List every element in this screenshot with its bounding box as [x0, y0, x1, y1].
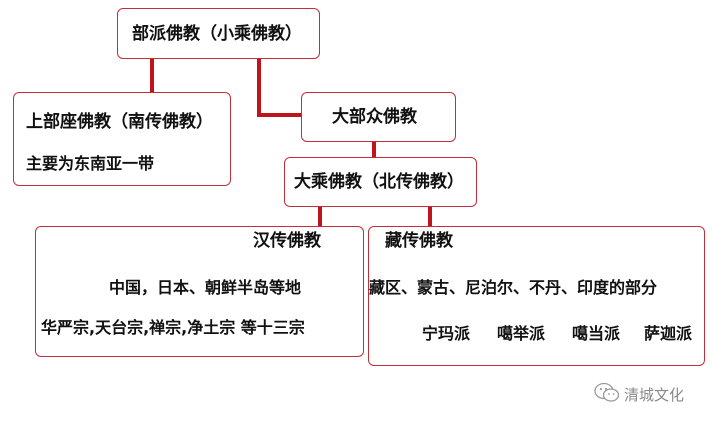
node-hanchuan-schools: 华严宗,天台宗,禅宗,净土宗 等十三宗 [41, 318, 305, 337]
node-dasheng-label: 大乘佛教（北传佛教） [294, 172, 464, 192]
node-hanchuan-label: 汉传佛教 [253, 231, 321, 251]
node-hanchuan-regions: 中国，日本、朝鲜半岛等地 [109, 278, 302, 297]
node-bupai-label: 部派佛教（小乘佛教） [132, 24, 302, 44]
node-zangchuan-label: 藏传佛教 [385, 231, 453, 251]
node-zangchuan-regions: 藏区、蒙古、尼泊尔、不丹、印度的部分 [369, 278, 658, 297]
node-dasheng [284, 157, 477, 207]
connector-dabuzhong-to-dasheng [372, 140, 376, 158]
node-zangchuan-school-4: 萨迦派 [644, 324, 693, 343]
wechat-icon [594, 382, 620, 402]
connector-bupai-down [257, 58, 261, 116]
node-dabuzhong [301, 92, 456, 142]
node-zangchuan-school-3: 噶当派 [572, 324, 621, 343]
node-zangchuan-school-2: 噶举派 [497, 324, 546, 343]
watermark-text: 清城文化 [624, 386, 685, 404]
node-hanchuan [35, 226, 364, 357]
connector-bupai-to-shangbuzuo [150, 58, 154, 94]
node-shangbuzuo-label: 上部座佛教（南传佛教） [26, 112, 213, 132]
node-zangchuan [368, 226, 705, 366]
node-shangbuzuo [13, 92, 231, 186]
connector-to-dabuzhong [257, 113, 303, 117]
connector-dasheng-to-hanchuan [318, 206, 322, 228]
node-shangbuzuo-note: 主要为东南亚一带 [26, 154, 155, 173]
node-dabuzhong-label: 大部众佛教 [332, 107, 417, 127]
connector-dasheng-to-zangchuan [428, 206, 432, 228]
node-bupai [117, 8, 320, 59]
node-zangchuan-school-1: 宁玛派 [422, 324, 471, 343]
